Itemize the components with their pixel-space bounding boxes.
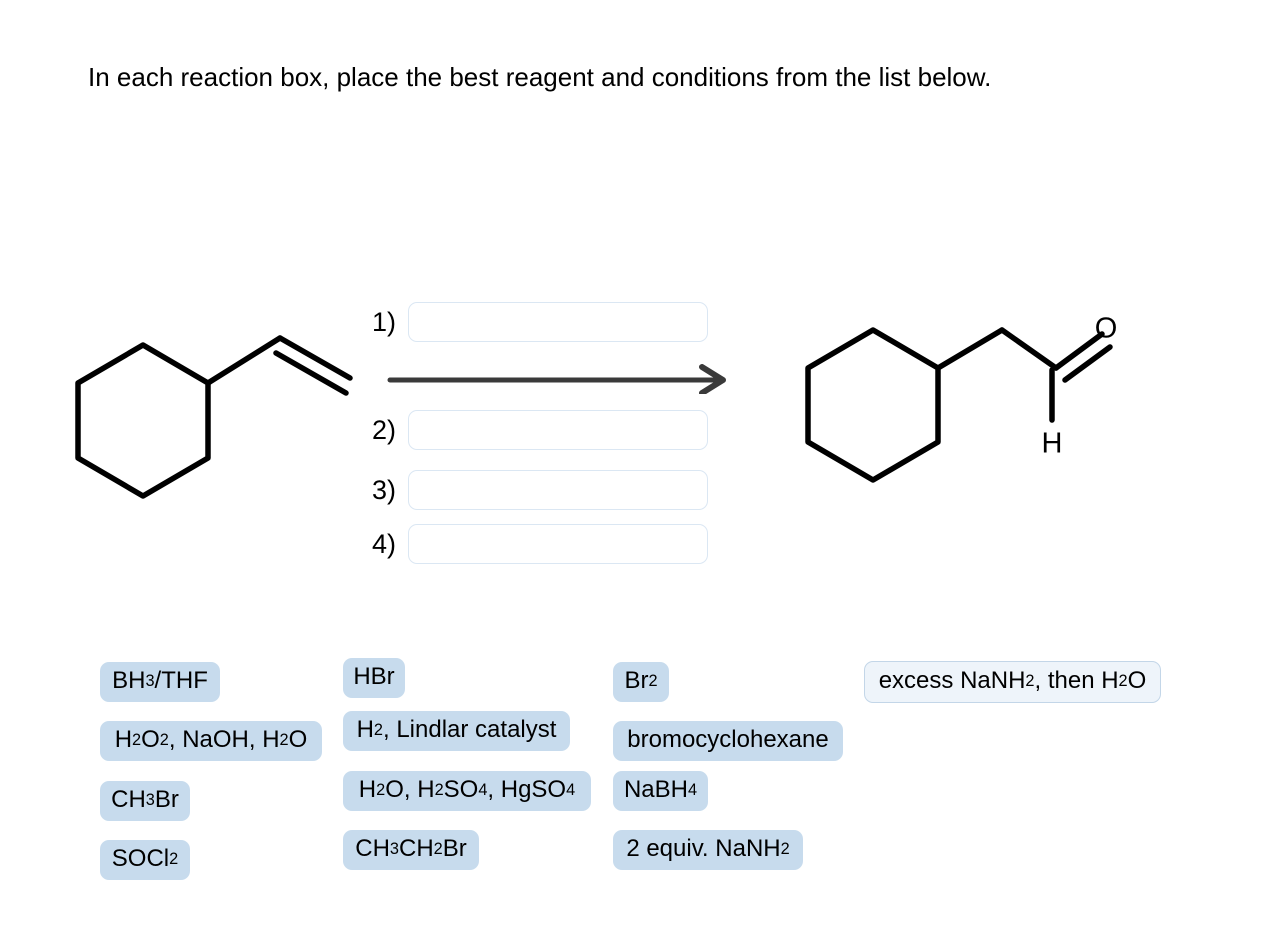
- drop-box-step-1[interactable]: [408, 302, 708, 342]
- reagent-chip[interactable]: bromocyclohexane: [613, 721, 843, 761]
- vinyl-double-bond-line-2: [273, 350, 349, 396]
- condition-row-4: 4): [372, 524, 717, 564]
- drop-box-step-2[interactable]: [408, 410, 708, 450]
- product-structure-cyclohexylacetaldehyde: O H: [790, 290, 1150, 520]
- carbonyl-double-bond-line-1: [1053, 331, 1105, 371]
- reaction-arrow-svg: [387, 364, 726, 396]
- vinylcyclohexane-svg: [75, 335, 353, 499]
- condition-row-2: 2): [372, 410, 717, 450]
- ring-to-ch2-bond: [935, 327, 1005, 371]
- ring-to-vinyl-bond: [205, 335, 283, 386]
- condition-row-3: 3): [372, 470, 717, 510]
- cyclohexane-ring: [75, 342, 211, 499]
- cyclohexylacetaldehyde-svg: O H: [805, 313, 1118, 483]
- drop-box-step-3[interactable]: [408, 470, 708, 510]
- oxygen-label: O: [1095, 313, 1118, 345]
- step-number-1: 1): [372, 306, 397, 337]
- step-number-4: 4): [372, 528, 397, 559]
- instruction-text: In each reaction box, place the best rea…: [88, 62, 992, 92]
- condition-row-1: 1): [372, 302, 717, 342]
- step-number-2: 2): [372, 414, 397, 445]
- reactant-structure-vinylcyclohexane: [60, 290, 380, 520]
- step-number-3: 3): [372, 474, 397, 505]
- cyclohexane-ring: [805, 327, 941, 483]
- reaction-scheme: 1) 2) 3) 4): [0, 270, 1282, 570]
- vinyl-double-bond-line-1: [277, 335, 353, 381]
- ch2-to-carbonyl-bond: [999, 327, 1059, 371]
- hydrogen-label: H: [1042, 428, 1063, 460]
- reaction-conditions: 1) 2) 3) 4): [372, 292, 726, 572]
- carbonyl-double-bond-line-2: [1062, 344, 1113, 383]
- arrow-head: [699, 364, 726, 396]
- reagent-chip[interactable]: HBr: [343, 658, 405, 698]
- drop-box-step-4[interactable]: [408, 524, 708, 564]
- reaction-arrow: [380, 364, 730, 396]
